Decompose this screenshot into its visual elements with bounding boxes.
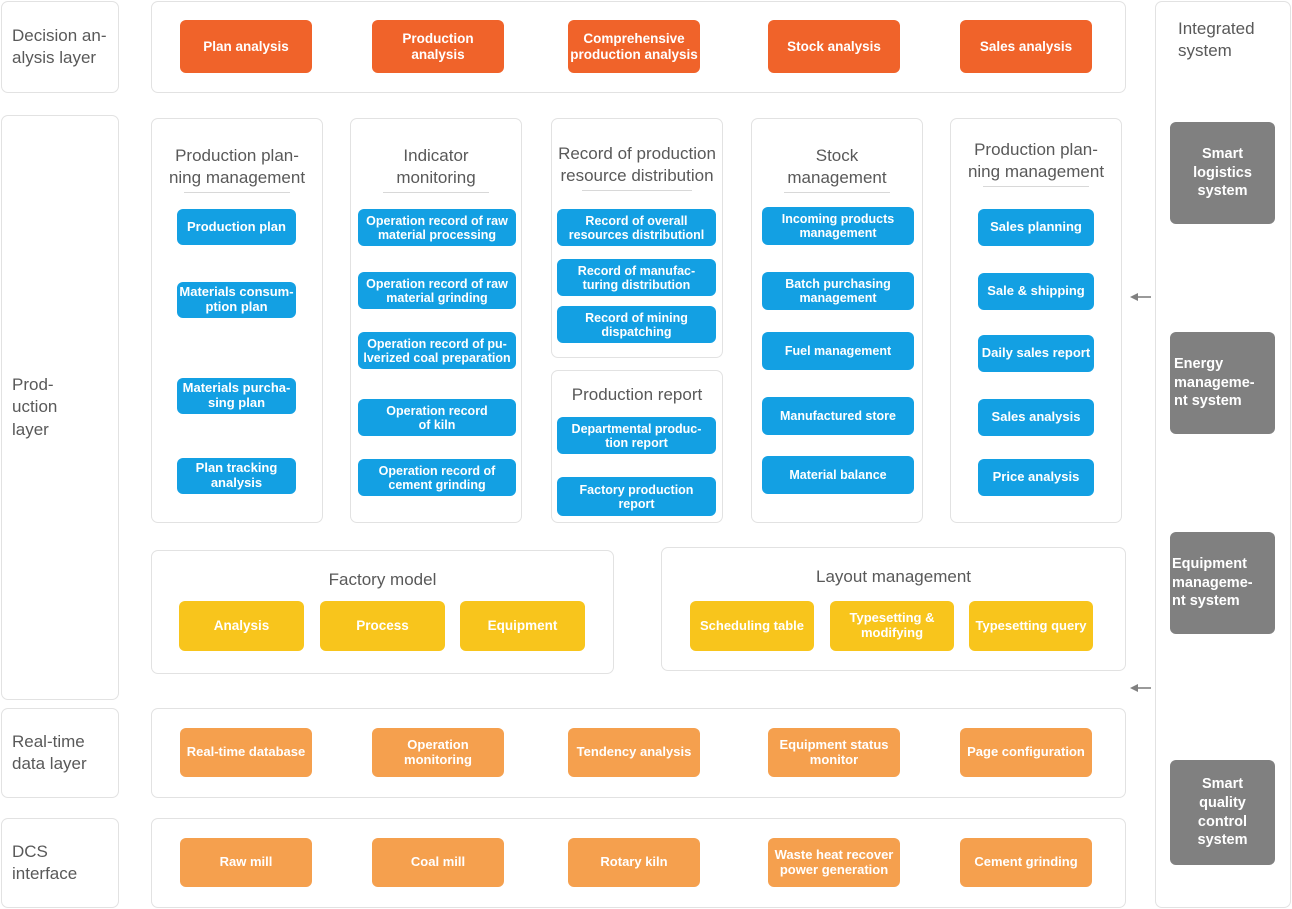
chip-typesetting-and-modifying[interactable]: Typesetting & modifying xyxy=(830,601,954,651)
layer-panel-realtime xyxy=(1,708,119,798)
layer-label-decision: Decision an- alysis layer xyxy=(12,25,107,67)
chip-operation-record-raw-material-processing[interactable]: Operation record of raw material process… xyxy=(358,209,516,246)
layer-label-dcs: DCS interface xyxy=(12,841,78,883)
chip-scheduling-table[interactable]: Scheduling table xyxy=(690,601,814,651)
chip-plan-tracking-analysis[interactable]: Plan tracking analysis xyxy=(177,458,296,494)
decision-item-stock-analysis[interactable]: Stock analysis xyxy=(768,20,900,73)
chip-sales-planning[interactable]: Sales planning xyxy=(978,209,1094,246)
chip-factory-model-process[interactable]: Process xyxy=(320,601,445,651)
decision-item-sales-analysis[interactable]: Sales analysis xyxy=(960,20,1092,73)
chip-production-plan[interactable]: Production plan xyxy=(177,209,296,245)
chip-cement-grinding[interactable]: Cement grinding xyxy=(960,838,1092,887)
chip-operation-record-pulverized-coal-preparation[interactable]: Operation record of pu- lverized coal pr… xyxy=(358,332,516,369)
chip-fuel-management[interactable]: Fuel management xyxy=(762,332,914,370)
chip-operation-record-raw-material-grinding[interactable]: Operation record of raw material grindin… xyxy=(358,272,516,309)
integrated-system-title: Integrated system xyxy=(1178,19,1255,61)
chip-departmental-production-report[interactable]: Departmental produc- tion report xyxy=(557,417,716,454)
chip-waste-heat-recover-power-generation[interactable]: Waste heat recover power generation xyxy=(768,838,900,887)
chip-smart-quality-control-system[interactable]: Smart quality control system xyxy=(1170,760,1275,865)
chip-sales-analysis[interactable]: Sales analysis xyxy=(978,399,1094,436)
chip-batch-purchasing-management[interactable]: Batch purchasing management xyxy=(762,272,914,310)
layer-panel-dcs xyxy=(1,818,119,908)
chip-operation-record-of-kiln[interactable]: Operation record of kiln xyxy=(358,399,516,436)
chip-price-analysis[interactable]: Price analysis xyxy=(978,459,1094,496)
chip-incoming-products-management[interactable]: Incoming products management xyxy=(762,207,914,245)
chip-factory-model-analysis[interactable]: Analysis xyxy=(179,601,304,651)
arrow-production-to-integrated-icon xyxy=(1130,291,1152,303)
chip-energy-management-system[interactable]: Energy manageme- nt system xyxy=(1170,332,1275,434)
chip-record-manufacturing-distribution[interactable]: Record of manufac- turing distribution xyxy=(557,259,716,296)
chip-coal-mill[interactable]: Coal mill xyxy=(372,838,504,887)
chip-materials-purchasing-plan[interactable]: Materials purcha- sing plan xyxy=(177,378,296,414)
group-title-production-report: Production report xyxy=(571,385,703,404)
chip-sale-and-shipping[interactable]: Sale & shipping xyxy=(978,273,1094,310)
chip-record-overall-resources-distribution[interactable]: Record of overall resources distribution… xyxy=(557,209,716,246)
group-title-stock-management: Stock management xyxy=(751,145,923,193)
chip-page-configuration[interactable]: Page configuration xyxy=(960,728,1092,777)
decision-item-production-analysis[interactable]: Production analysis xyxy=(372,20,504,73)
chip-equipment-management-system[interactable]: Equipment manageme- nt system xyxy=(1170,532,1275,634)
chip-operation-record-cement-grinding[interactable]: Operation record of cement grinding xyxy=(358,459,516,496)
group-title-sales-planning-management: Production plan- ning management xyxy=(950,139,1122,187)
layer-panel-production xyxy=(1,115,119,700)
layer-label-realtime: Real-time data layer xyxy=(12,731,87,773)
chip-materials-consumption-plan[interactable]: Materials consum- ption plan xyxy=(177,282,296,318)
chip-daily-sales-report[interactable]: Daily sales report xyxy=(978,335,1094,372)
chip-tendency-analysis[interactable]: Tendency analysis xyxy=(568,728,700,777)
chip-rotary-kiln[interactable]: Rotary kiln xyxy=(568,838,700,887)
chip-smart-logistics-system[interactable]: Smart logistics system xyxy=(1170,122,1275,224)
chip-operation-monitoring[interactable]: Operation monitoring xyxy=(372,728,504,777)
decision-item-plan-analysis[interactable]: Plan analysis xyxy=(180,20,312,73)
chip-typesetting-query[interactable]: Typesetting query xyxy=(969,601,1093,651)
chip-manufactured-store[interactable]: Manufactured store xyxy=(762,397,914,435)
chip-factory-model-equipment[interactable]: Equipment xyxy=(460,601,585,651)
group-title-record-of-production-resource-distribution: Record of production resource distributi… xyxy=(548,143,726,191)
layer-panel-decision xyxy=(1,1,119,93)
chip-factory-production-report[interactable]: Factory production report xyxy=(557,477,716,516)
group-title-factory-model: Factory model xyxy=(328,570,437,589)
chip-raw-mill[interactable]: Raw mill xyxy=(180,838,312,887)
chip-real-time-database[interactable]: Real-time database xyxy=(180,728,312,777)
group-title-indicator-monitoring: Indicator monitoring xyxy=(350,145,522,193)
arrow-model-to-integrated-icon xyxy=(1130,682,1152,694)
decision-item-comprehensive-production-analysis[interactable]: Comprehensive production analysis xyxy=(568,20,700,73)
group-title-layout-management: Layout management xyxy=(816,567,971,586)
chip-equipment-status-monitor[interactable]: Equipment status monitor xyxy=(768,728,900,777)
group-title-production-planning-management: Production plan- ning management xyxy=(151,145,323,193)
chip-material-balance[interactable]: Material balance xyxy=(762,456,914,494)
layer-label-production: Prod- uction layer xyxy=(12,374,58,439)
chip-record-mining-dispatching[interactable]: Record of mining dispatching xyxy=(557,306,716,343)
